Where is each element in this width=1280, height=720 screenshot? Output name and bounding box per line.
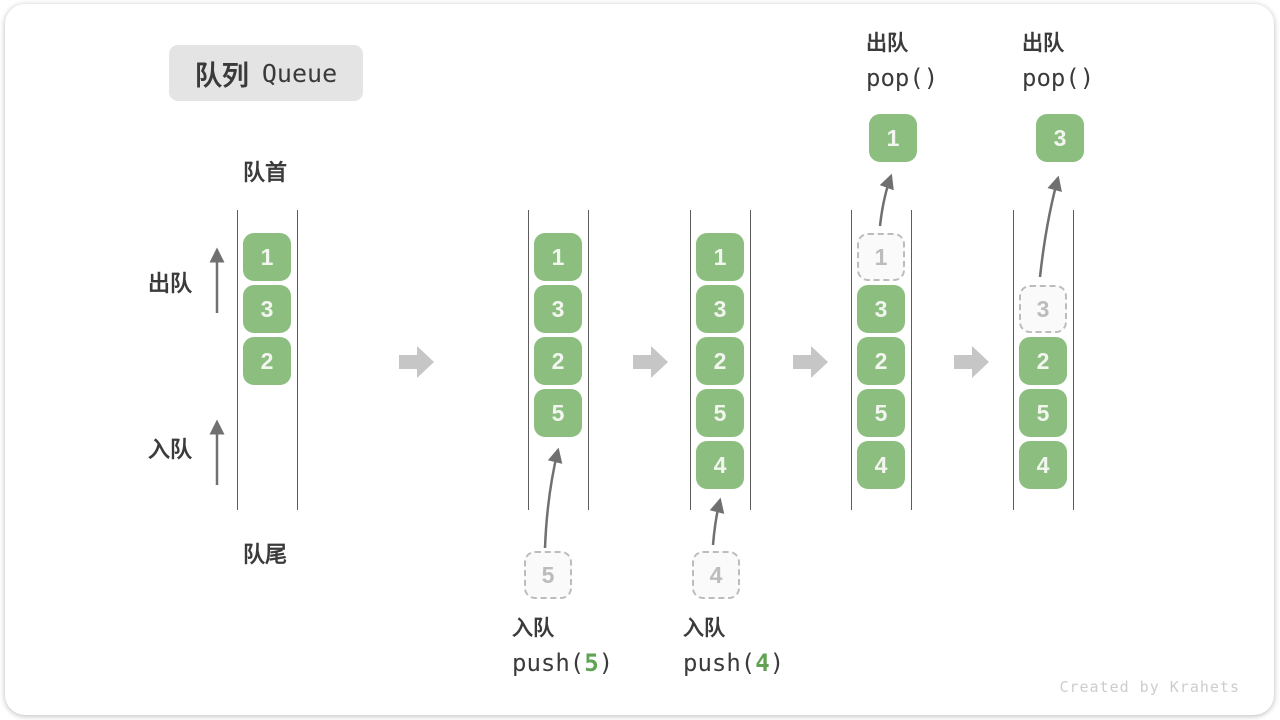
queue-cell: 4 <box>696 441 744 489</box>
queue-cell-removed: 1 <box>857 233 905 281</box>
op-label-zh: 出队 <box>866 32 908 55</box>
queue-cell: 3 <box>857 285 905 333</box>
queue-cell: 2 <box>696 337 744 385</box>
queue-cell: 5 <box>1019 389 1067 437</box>
queue-cell: 5 <box>534 389 582 437</box>
queue-cell: 4 <box>857 441 905 489</box>
code-open: push( <box>683 649 756 677</box>
queue-state-5: 3 2 5 4 <box>1013 210 1074 510</box>
title-zh: 队列 <box>194 60 249 91</box>
op-label-code: pop() <box>866 64 939 92</box>
queue-cell: 2 <box>534 337 582 385</box>
op-label-code: push(5) <box>512 645 613 681</box>
title-badge: 队列 Queue <box>169 45 363 101</box>
queue-cell-removed: 3 <box>1019 285 1067 333</box>
queue-cell: 4 <box>1019 441 1067 489</box>
queue-state-1: 1 3 2 <box>237 210 298 510</box>
queue-cell: 5 <box>696 389 744 437</box>
diagram-card <box>5 4 1274 715</box>
queue-cell: 3 <box>696 285 744 333</box>
label-enqueue: 入队 <box>148 437 193 462</box>
code-close: ) <box>769 649 785 677</box>
queue-state-3: 1 3 2 5 4 <box>690 210 751 510</box>
pop-operation-label: 出队 pop() <box>866 28 938 96</box>
queue-state-4: 1 3 2 5 4 <box>851 210 912 510</box>
queue-cell: 5 <box>857 389 905 437</box>
op-label-code: push(4) <box>683 645 784 681</box>
queue-cell: 2 <box>243 337 291 385</box>
op-label-zh: 入队 <box>512 617 554 640</box>
queue-cell: 3 <box>534 285 582 333</box>
push-operation-label: 入队 push(4) <box>683 613 784 681</box>
title-en: Queue <box>261 58 338 88</box>
watermark: Created by Krahets <box>1059 678 1240 696</box>
label-queue-front: 队首 <box>243 160 288 185</box>
staged-value-box: 4 <box>692 551 740 599</box>
queue-cell: 2 <box>857 337 905 385</box>
label-dequeue: 出队 <box>148 271 193 296</box>
queue-state-2: 1 3 2 5 <box>528 210 589 510</box>
queue-cell: 1 <box>534 233 582 281</box>
queue-cell: 3 <box>243 285 291 333</box>
code-arg: 4 <box>755 649 770 677</box>
op-label-zh: 入队 <box>683 617 725 640</box>
staged-value-box: 5 <box>524 551 572 599</box>
op-label-zh: 出队 <box>1022 32 1064 55</box>
popped-value-box: 1 <box>869 114 917 162</box>
queue-cell: 2 <box>1019 337 1067 385</box>
code-arg: 5 <box>584 649 599 677</box>
popped-value-box: 3 <box>1036 114 1084 162</box>
push-operation-label: 入队 push(5) <box>512 613 613 681</box>
pop-operation-label: 出队 pop() <box>1022 28 1094 96</box>
op-label-code: pop() <box>1022 64 1095 92</box>
queue-cell: 1 <box>696 233 744 281</box>
queue-cell: 1 <box>243 233 291 281</box>
code-open: push( <box>512 649 585 677</box>
code-close: ) <box>598 649 614 677</box>
label-queue-rear: 队尾 <box>243 542 288 567</box>
